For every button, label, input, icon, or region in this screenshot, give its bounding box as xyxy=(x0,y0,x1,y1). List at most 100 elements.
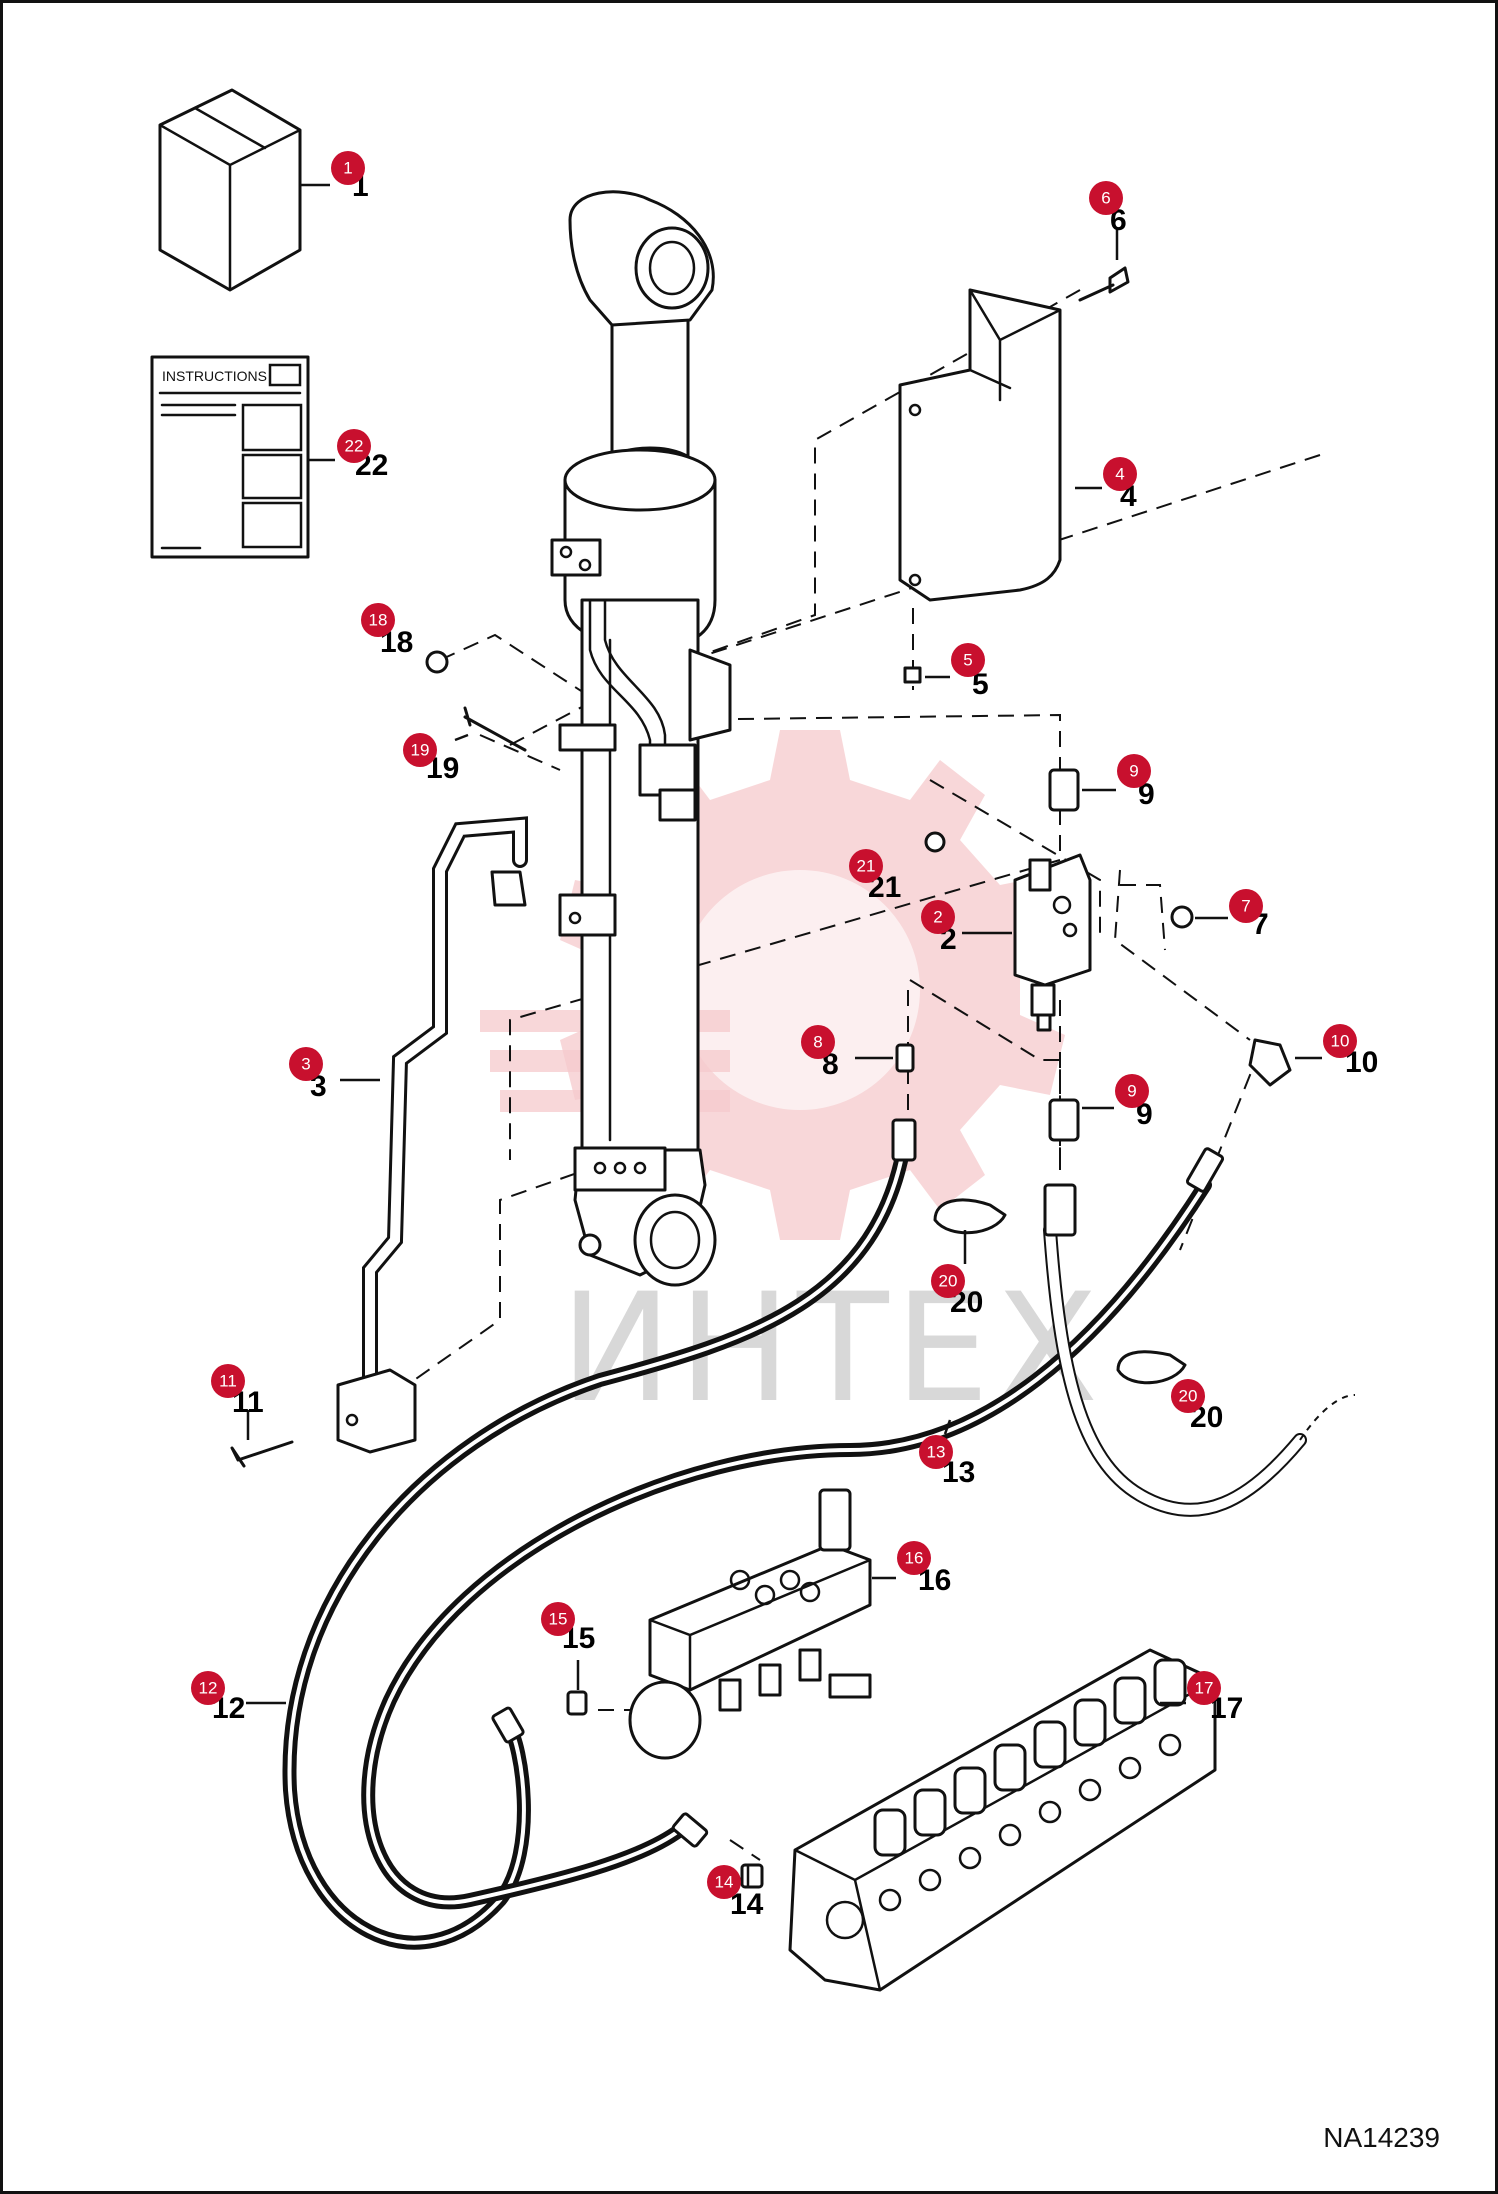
callout-badge-number: 19 xyxy=(411,741,430,760)
callout-badge-number: 16 xyxy=(905,1549,924,1568)
hydraulic-cylinder xyxy=(550,190,732,1287)
callout-badge-number: 5 xyxy=(963,651,972,670)
callout-badge-circle xyxy=(1171,1379,1205,1413)
part-number-label: 9 xyxy=(1136,1098,1153,1131)
elbow-10 xyxy=(1248,1038,1292,1087)
callout-badge-number: 20 xyxy=(939,1272,958,1291)
callout-badge-number: 3 xyxy=(301,1055,310,1074)
callout-badge-circle xyxy=(211,1364,245,1398)
callout-badge-number: 9 xyxy=(1127,1082,1136,1101)
callout-badge-circle xyxy=(361,603,395,637)
bolt-5 xyxy=(903,666,922,684)
instructions-sheet: INSTRUCTIONS xyxy=(150,355,310,559)
watermark-hole xyxy=(680,870,920,1110)
callout-badge-number: 20 xyxy=(1179,1387,1198,1406)
steel-tube xyxy=(336,816,528,1454)
callout-badge-number: 18 xyxy=(369,611,388,630)
callout-badge-number: 17 xyxy=(1195,1679,1214,1698)
callout-badge-number: 7 xyxy=(1241,897,1250,916)
callout-badge-number: 6 xyxy=(1101,189,1110,208)
manifold-block xyxy=(628,1488,872,1760)
check-valve xyxy=(1013,853,1092,1032)
fitting-9-upper xyxy=(1048,768,1080,812)
callout-badge-circle xyxy=(951,643,985,677)
part-number-label: 9 xyxy=(1138,778,1155,811)
fitting-8 xyxy=(895,1043,915,1073)
callout-leader xyxy=(454,733,469,742)
clamp-lower xyxy=(1116,1350,1187,1385)
callout-badge-circle xyxy=(541,1602,575,1636)
nut-7 xyxy=(1170,905,1194,929)
fitting-9-lower xyxy=(1048,1098,1080,1142)
control-valve xyxy=(788,1648,1217,1992)
callout-badge-number: 8 xyxy=(813,1033,822,1052)
callout-badge-circle xyxy=(1103,457,1137,491)
callout-badge-number: 1 xyxy=(343,159,352,178)
callout-1: 11 xyxy=(300,151,369,203)
callout-badge-circle xyxy=(1187,1671,1221,1705)
callout-badge-circle xyxy=(801,1025,835,1059)
bolt-19 xyxy=(463,706,527,752)
callout-badge-number: 12 xyxy=(199,1679,218,1698)
callout-badge-circle xyxy=(403,733,437,767)
callout-5: 55 xyxy=(925,643,989,701)
callout-badge-circle xyxy=(1089,181,1123,215)
drawing-reference-code: NA14239 xyxy=(1323,2122,1440,2153)
callout-9b: 99 xyxy=(1082,1074,1153,1131)
callout-badge-number: 4 xyxy=(1115,465,1124,484)
callout-badge-number: 2 xyxy=(933,908,942,927)
callout-badge-circle xyxy=(191,1671,225,1705)
callout-3: 33 xyxy=(289,1047,380,1103)
callout-badge-circle xyxy=(1229,889,1263,923)
callout-badge-circle xyxy=(707,1865,741,1899)
hoses xyxy=(282,1118,1356,1950)
callout-badge-circle xyxy=(1323,1024,1357,1058)
watermark: ИНТЕХ xyxy=(480,730,1098,1436)
fitting-14 xyxy=(740,1863,764,1889)
callout-badge-number: 15 xyxy=(549,1610,568,1629)
kit-box xyxy=(158,88,302,292)
assembly-lines xyxy=(399,289,1321,1861)
callout-2: 22 xyxy=(921,900,1012,956)
callout-7: 77 xyxy=(1195,889,1269,941)
bolt-6 xyxy=(1078,266,1130,302)
callout-badge-circle xyxy=(337,429,371,463)
callout-badge-number: 11 xyxy=(219,1372,237,1391)
callout-badge-number: 21 xyxy=(857,857,876,876)
bolt-11 xyxy=(230,1440,294,1468)
callout-6: 66 xyxy=(1089,181,1127,260)
washer-21 xyxy=(924,831,946,853)
instructions-title: INSTRUCTIONS xyxy=(162,368,267,384)
callout-4: 44 xyxy=(1075,457,1137,513)
fitting-15 xyxy=(566,1690,588,1716)
callout-badge-circle xyxy=(331,151,365,185)
callout-badge-circle xyxy=(1115,1074,1149,1108)
callout-badge-circle xyxy=(289,1047,323,1081)
callout-badge-number: 13 xyxy=(927,1443,946,1462)
callout-badge-circle xyxy=(897,1541,931,1575)
callout-badge-number: 10 xyxy=(1331,1032,1350,1051)
callout-badge-circle xyxy=(849,849,883,883)
callout-badge-circle xyxy=(921,900,955,934)
fittings xyxy=(230,266,1292,1889)
callout-badge-number: 14 xyxy=(715,1873,734,1892)
callout-9a: 99 xyxy=(1082,754,1155,811)
part-number-label: 5 xyxy=(972,668,989,701)
callout-badge-circle xyxy=(919,1435,953,1469)
